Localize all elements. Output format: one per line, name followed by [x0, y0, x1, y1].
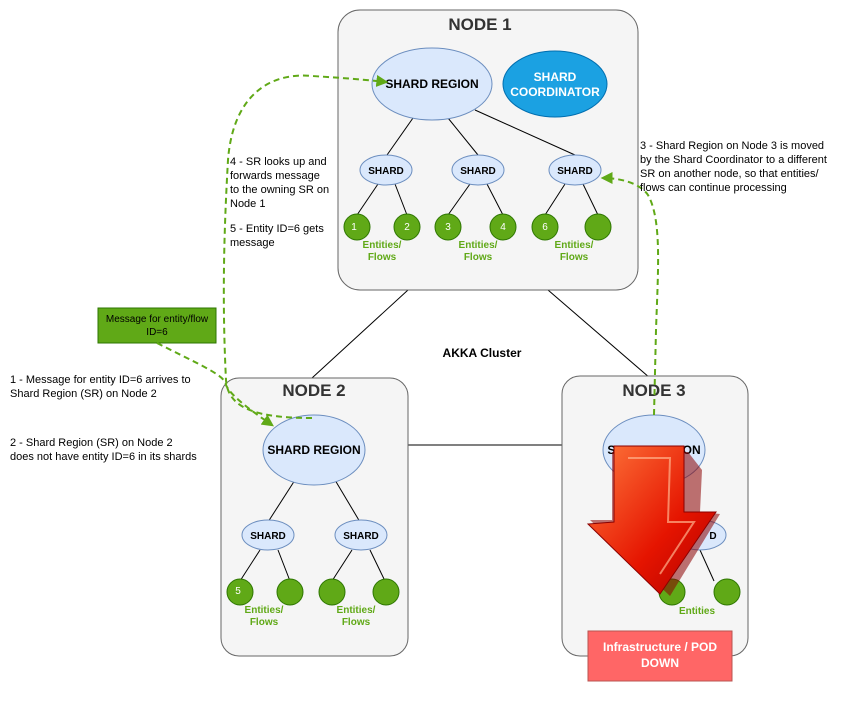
- message-box-line-2: ID=6: [146, 327, 168, 338]
- node-1-title: NODE 1: [448, 15, 511, 34]
- shard-coordinator-label-1: SHARD: [534, 70, 577, 84]
- node-1-shard-b[interactable]: [451, 154, 505, 186]
- node-1-entity-3[interactable]: [434, 213, 462, 241]
- node-3-entity-b[interactable]: [713, 578, 741, 606]
- flow-arrow-forward-to-node1: [222, 74, 389, 419]
- node-2[interactable]: NODE 2 SHARD REGION SHARD SHARD 5 Entiti…: [220, 377, 409, 657]
- node-1-entity-1[interactable]: [343, 213, 371, 241]
- note-step-1: 1 - Message for entity ID=6 arrives to S…: [10, 374, 191, 400]
- node-3[interactable]: NODE 3 SHARD REGION D Entities: [561, 375, 749, 657]
- node-1-entity-blank[interactable]: [584, 213, 612, 241]
- svg-text:forwards message: forwards message: [230, 170, 320, 182]
- flow-arrow-message-to-node2: [156, 342, 274, 427]
- node-2-shard-b-label: SHARD: [343, 531, 379, 542]
- node-1-shard-c-label: SHARD: [557, 166, 593, 177]
- node-1-shard-c[interactable]: [548, 154, 602, 186]
- node-2-title: NODE 2: [282, 381, 345, 400]
- node-1-shard-a-label: SHARD: [368, 166, 404, 177]
- node-2-shard-a-label: SHARD: [250, 531, 286, 542]
- node-2-flows-label-b: Flows: [342, 617, 371, 628]
- shard-coordinator[interactable]: [502, 50, 608, 118]
- svg-text:to the owning SR on: to the owning SR on: [230, 184, 329, 196]
- node-1-flows-label-c: Flows: [560, 252, 589, 263]
- node-1-shard-region[interactable]: [371, 47, 493, 121]
- node-2-entity-b[interactable]: [276, 578, 304, 606]
- node-1-shard-a[interactable]: [359, 154, 413, 186]
- note-step-5: 5 - Entity ID=6 gets message: [230, 223, 324, 249]
- pod-down-line-2: DOWN: [641, 656, 679, 670]
- flow-arrow-node3-to-node1: [600, 172, 660, 416]
- node-1-entity-6[interactable]: [531, 213, 559, 241]
- node-3-entities-label: Entities: [679, 606, 716, 617]
- node-1-flows-label-b: Flows: [464, 252, 493, 263]
- svg-text:message: message: [230, 237, 275, 249]
- node-1-entity-2-id: 2: [404, 222, 410, 233]
- node-2-shard-region[interactable]: [262, 414, 366, 486]
- pod-down-box: Infrastructure / POD DOWN: [587, 630, 733, 682]
- svg-text:Node 1: Node 1: [230, 198, 265, 210]
- node-1-entities-label-c: Entities/: [555, 240, 594, 251]
- note-step-4: 4 - SR looks up and forwards message to …: [230, 156, 329, 210]
- svg-text:4 - SR looks up and: 4 - SR looks up and: [230, 156, 327, 168]
- node-2-entity-c[interactable]: [318, 578, 346, 606]
- node-1-entity-3-id: 3: [445, 222, 451, 233]
- cluster-link-node1-node3: [547, 289, 651, 379]
- svg-text:by the Shard Coordinator to a: by the Shard Coordinator to a different: [640, 154, 827, 166]
- pod-down-arrow-icon: [586, 445, 720, 596]
- node-2-entities-label-a: Entities/: [245, 605, 284, 616]
- message-box: Message for entity/flow ID=6: [97, 307, 217, 344]
- node-1-entity-4[interactable]: [489, 213, 517, 241]
- node-2-entity-5[interactable]: [226, 578, 254, 606]
- node-3-shard-label: D: [709, 531, 716, 542]
- svg-text:flows can continue processing: flows can continue processing: [640, 182, 787, 194]
- svg-text:3 - Shard Region on Node 3 is: 3 - Shard Region on Node 3 is moved: [640, 140, 824, 152]
- node-2-shard-b[interactable]: [334, 519, 388, 551]
- node-2-entity-d[interactable]: [372, 578, 400, 606]
- cluster-link-node1-node2: [311, 289, 409, 379]
- svg-text:does not have entity ID=6 in i: does not have entity ID=6 in its shards: [10, 451, 197, 463]
- pod-down-line-1: Infrastructure / POD: [603, 640, 717, 654]
- note-step-3: 3 - Shard Region on Node 3 is moved by t…: [640, 140, 827, 194]
- svg-text:5 - Entity ID=6 gets: 5 - Entity ID=6 gets: [230, 223, 324, 235]
- node-1-entities-label-b: Entities/: [459, 240, 498, 251]
- node-1-entity-2[interactable]: [393, 213, 421, 241]
- node-2-entity-5-id: 5: [235, 586, 241, 597]
- node-1-flows-label-a: Flows: [368, 252, 397, 263]
- shard-coordinator-label-2: COORDINATOR: [510, 85, 600, 99]
- node-1-shard-b-label: SHARD: [460, 166, 496, 177]
- svg-text:2 - Shard Region (SR) on Node: 2 - Shard Region (SR) on Node 2: [10, 437, 173, 449]
- svg-text:Shard Region (SR) on Node 2: Shard Region (SR) on Node 2: [10, 388, 157, 400]
- node-1-entity-1-id: 1: [351, 222, 357, 233]
- node-2-shard-a[interactable]: [241, 519, 295, 551]
- svg-text:1 - Message for entity ID=6 ar: 1 - Message for entity ID=6 arrives to: [10, 374, 191, 386]
- message-box-line-1: Message for entity/flow: [106, 314, 209, 325]
- node-1-entities-label-a: Entities/: [363, 240, 402, 251]
- node-1-entity-6-id: 6: [542, 222, 548, 233]
- cluster-label: AKKA Cluster: [443, 346, 522, 360]
- node-1[interactable]: NODE 1 SHARD REGION SHARD COORDINATOR SH…: [337, 9, 639, 291]
- node-2-entities-label-b: Entities/: [337, 605, 376, 616]
- note-step-2: 2 - Shard Region (SR) on Node 2 does not…: [10, 437, 197, 463]
- node-2-flows-label-a: Flows: [250, 617, 279, 628]
- node-1-shard-region-label: SHARD REGION: [385, 77, 478, 91]
- node-1-entity-4-id: 4: [500, 222, 506, 233]
- node-2-shard-region-label: SHARD REGION: [267, 443, 360, 457]
- svg-text:SR on another node, so that en: SR on another node, so that entities/: [640, 168, 820, 180]
